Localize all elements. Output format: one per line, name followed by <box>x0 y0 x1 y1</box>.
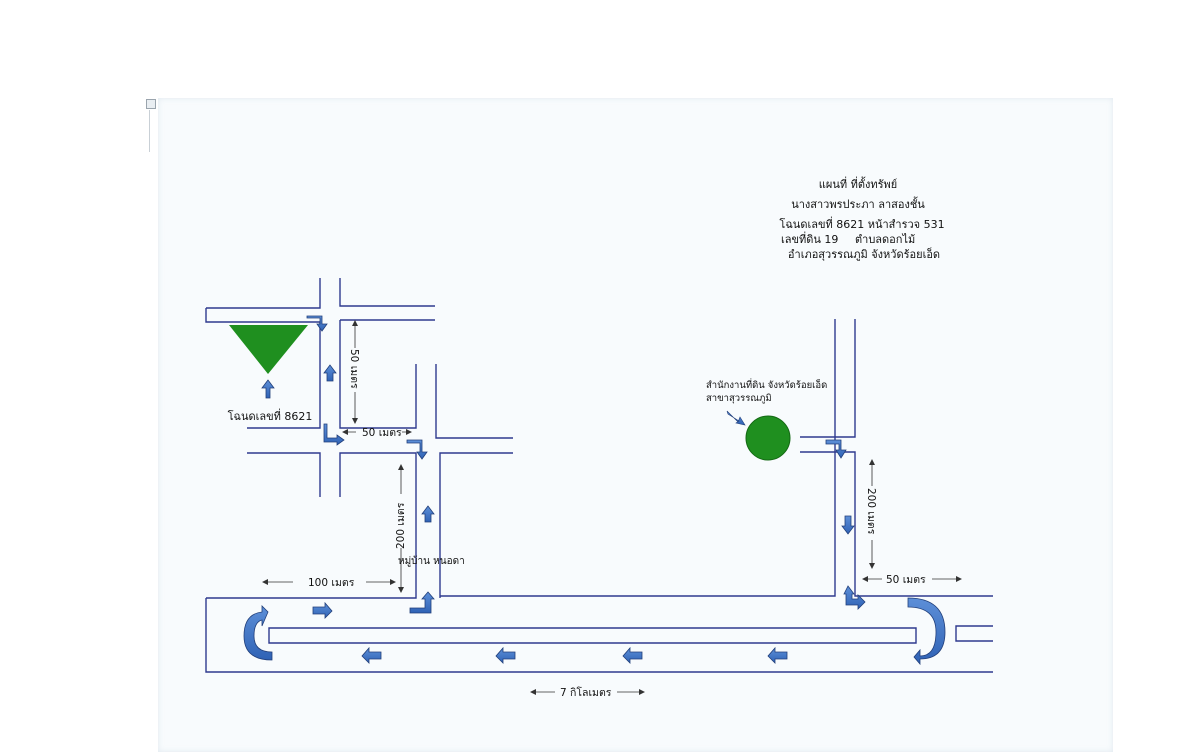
direction-arrows <box>243 315 946 666</box>
distance-50m-vertical: 50 เมตร <box>348 349 360 389</box>
road-edge <box>800 319 856 438</box>
edge-line <box>149 110 150 152</box>
u-turn-arrow-icon <box>243 605 273 661</box>
road-edge <box>206 452 417 599</box>
dimension-arrowheads <box>262 320 962 695</box>
title-line-4a: เลขที่ดิน 19 <box>781 231 838 246</box>
map-title-block: แผนที่ ที่ตั้งทรัพย์ นางสาวพรประภา ลาสอง… <box>779 176 944 261</box>
road-edge <box>439 452 513 598</box>
distance-100m: 100 เมตร <box>308 577 355 589</box>
left-arrow-icon <box>622 646 643 664</box>
up-arrow-icon <box>323 364 337 382</box>
distance-50m-right: 50 เมตร <box>886 574 926 586</box>
median <box>268 627 917 644</box>
distance-7km: 7 กิโลเมตร <box>560 686 612 699</box>
road-edge <box>440 319 836 597</box>
down-arrow-icon <box>841 515 855 535</box>
left-arrow-icon <box>495 646 516 664</box>
distance-50m-horizontal: 50 เมตร <box>362 427 402 439</box>
pointer-arrow-icon <box>726 410 746 426</box>
road-edge <box>435 364 513 439</box>
land-office-marker <box>745 415 791 461</box>
property-marker-triangle <box>229 325 308 374</box>
road-edge <box>339 278 435 307</box>
distance-200m-right: 200 เมตร <box>865 488 877 535</box>
corner-mark <box>146 99 156 109</box>
village-label: หมู่บ้าน หนอดา <box>398 555 465 567</box>
u-turn-arrow-icon <box>907 597 946 666</box>
road-edge <box>339 320 417 429</box>
turn-right-arrow-icon <box>843 585 866 610</box>
title-line-2: นางสาวพรประภา ลาสองชั้น <box>791 196 925 211</box>
road-network <box>205 278 993 673</box>
up-arrow-icon <box>421 505 435 523</box>
road-edge <box>205 598 993 673</box>
turn-up-arrow-icon <box>409 591 435 614</box>
road-edge <box>800 451 993 597</box>
road-edge <box>206 278 321 309</box>
turn-down-arrow-icon <box>825 439 847 459</box>
turn-down-arrow-icon <box>306 315 328 332</box>
property-label: โฉนดเลขที่ 8621 <box>228 408 313 423</box>
road-edge <box>247 452 321 497</box>
title-line-3: โฉนดเลขที่ 8621 หน้าสำรวจ 531 <box>779 216 944 231</box>
turn-down-arrow-icon <box>406 439 428 460</box>
dimension-lines <box>266 322 958 693</box>
left-arrow-icon <box>767 646 788 664</box>
title-line-1: แผนที่ ที่ตั้งทรัพย์ <box>819 176 897 191</box>
distance-200m-left: 200 เมตร <box>395 502 407 549</box>
office-label-line2: สาขาสุวรรณภูมิ <box>706 393 772 404</box>
title-line-4b: ตำบลดอกไม้ <box>855 233 915 246</box>
office-label-line1: สำนักงานที่ดิน จังหวัดร้อยเอ็ด <box>706 378 827 391</box>
title-line-5: อำเภอสุวรรณภูมิ จังหวัดร้อยเอ็ด <box>788 247 940 261</box>
turn-right-arrow-icon <box>323 423 345 446</box>
up-arrow-icon <box>261 379 275 399</box>
road-edge <box>955 625 993 642</box>
left-arrow-icon <box>361 646 382 664</box>
right-arrow-icon <box>312 601 333 619</box>
